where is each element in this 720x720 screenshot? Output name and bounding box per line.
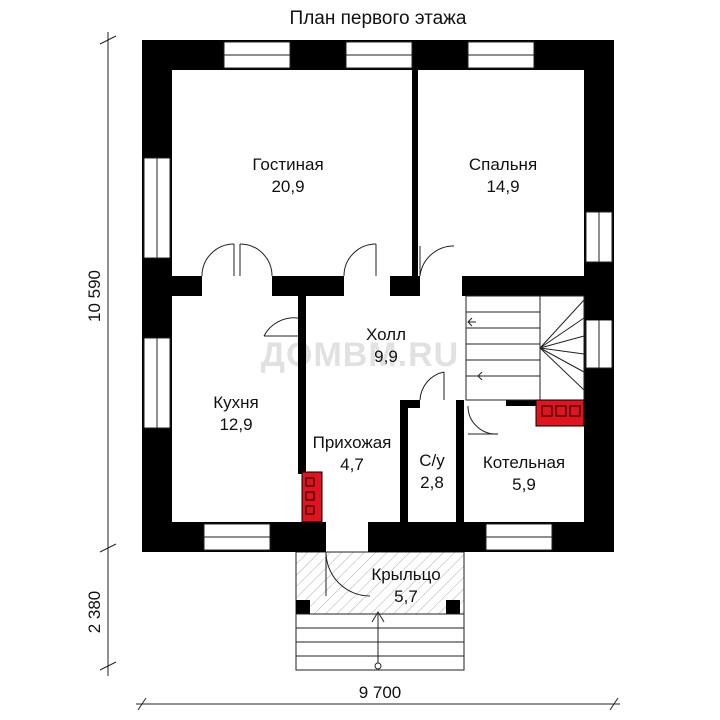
boiler xyxy=(535,399,585,427)
kitchen-stove xyxy=(301,471,323,523)
dimension-porch-depth: 2 380 xyxy=(85,591,104,634)
room-name-porch: Крыльцо xyxy=(371,565,440,584)
room-area-bedroom: 14,9 xyxy=(486,177,519,196)
room-area-hall: 9,9 xyxy=(374,347,398,366)
room-area-entry: 4,7 xyxy=(340,455,364,474)
window-glazing xyxy=(156,54,600,538)
room-name-bathroom: С/у xyxy=(419,451,445,470)
interior-walls xyxy=(142,70,614,522)
door-swings xyxy=(201,243,499,435)
room-name-entry: Прихожая xyxy=(313,433,392,452)
room-name-bedroom: Спальня xyxy=(469,155,537,174)
staircase xyxy=(465,295,585,401)
room-name-kitchen: Кухня xyxy=(213,393,259,412)
watermark: ДОМВМ.RU xyxy=(261,336,459,374)
room-labels: Гостиная 20,9 Спальня 14,9 Холл 9,9 Кухн… xyxy=(213,155,565,606)
room-area-porch: 5,7 xyxy=(394,587,418,606)
dimension-lines xyxy=(99,32,620,711)
room-area-kitchen: 12,9 xyxy=(219,415,252,434)
room-area-boiler: 5,9 xyxy=(512,475,536,494)
dimension-house-depth: 10 590 xyxy=(85,270,104,322)
plan-title: План первого этажа xyxy=(290,8,467,29)
dimension-total-width: 9 700 xyxy=(359,683,402,702)
room-name-boiler: Котельная xyxy=(483,453,565,472)
room-area-living: 20,9 xyxy=(271,177,304,196)
room-name-living: Гостиная xyxy=(252,155,323,174)
room-area-bathroom: 2,8 xyxy=(420,473,444,492)
room-name-hall: Холл xyxy=(366,325,406,344)
porch xyxy=(295,551,465,671)
